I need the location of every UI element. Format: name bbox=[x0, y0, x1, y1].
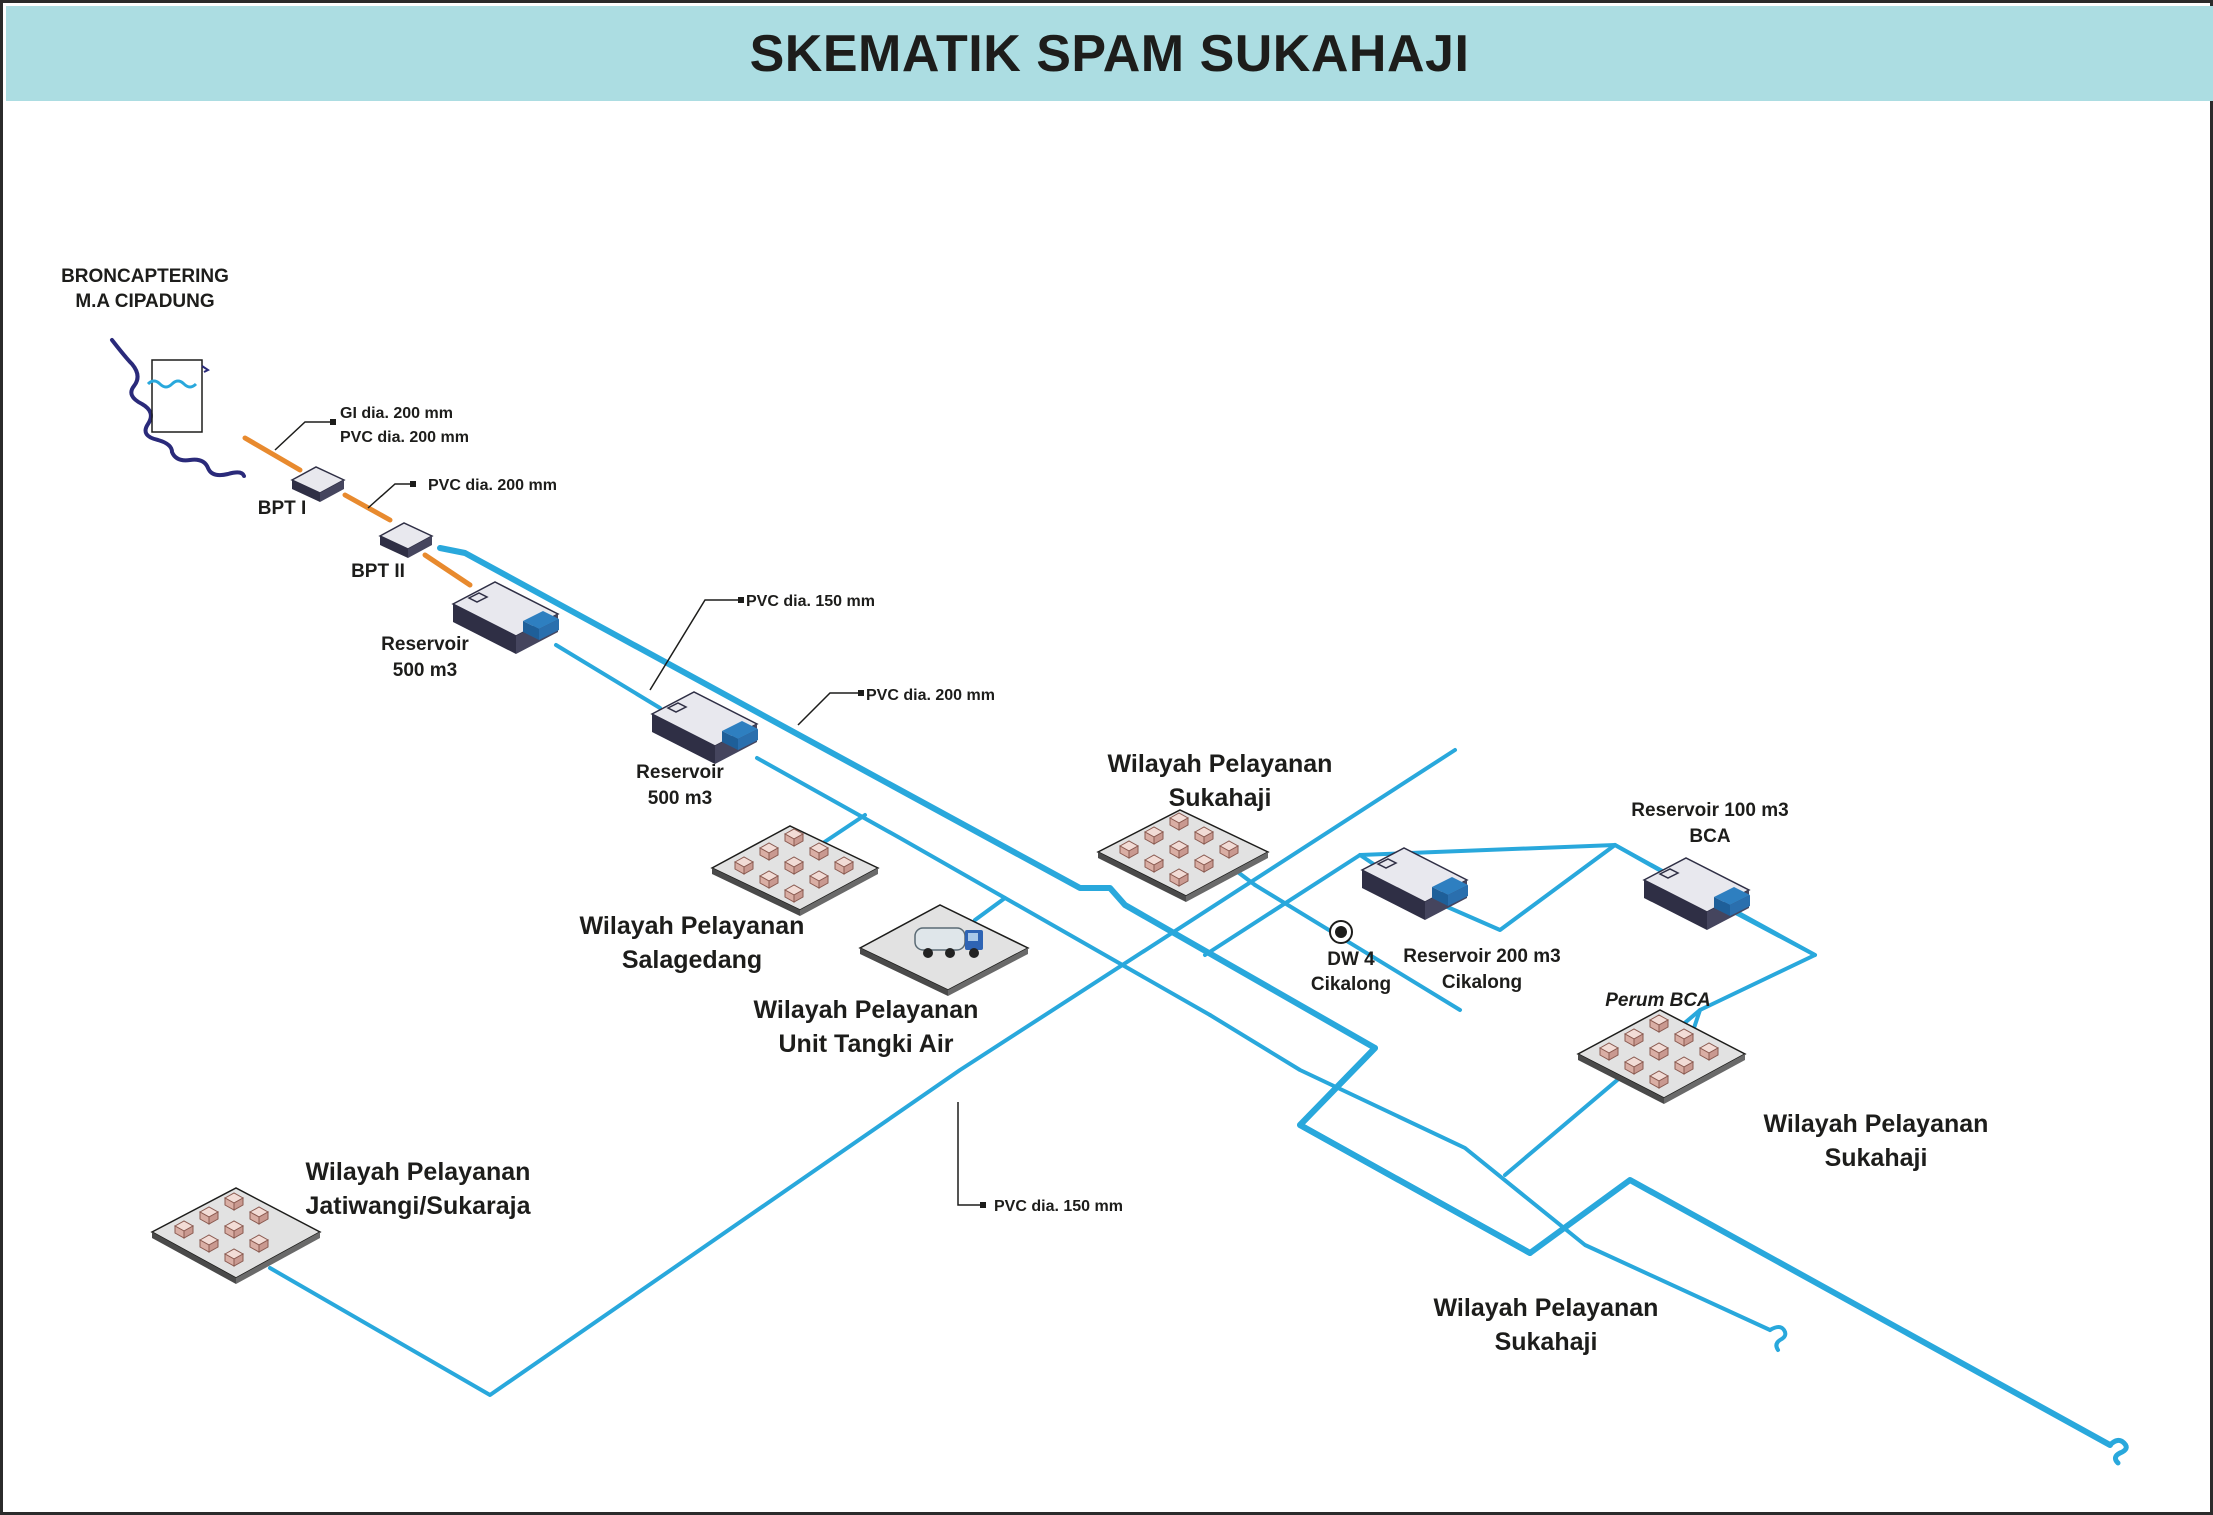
transmission-pipe bbox=[242, 435, 473, 588]
reservoir-3-label-line1: Reservoir 200 m3 bbox=[1403, 946, 1560, 967]
distribution-pipes bbox=[268, 545, 2129, 1466]
pipe-sukahaji-top bbox=[1253, 883, 1462, 1012]
area-sukahaji-top-plate bbox=[1096, 809, 1270, 902]
secondary-pipe-res2 bbox=[755, 756, 1212, 1017]
flag-icon bbox=[201, 365, 210, 373]
pipe-label-pvc-150-b: PVC dia. 150 mm bbox=[994, 1198, 1123, 1215]
pipe-label-pvc-200-c: PVC dia. 200 mm bbox=[866, 687, 995, 704]
pipe-label-pvc-150-a: PVC dia. 150 mm bbox=[746, 593, 875, 610]
reservoir-2-label-line2: 500 m3 bbox=[648, 788, 712, 809]
area-salagedang-line1: Wilayah Pelayanan bbox=[580, 912, 805, 940]
reservoir-1-label-line2: 500 m3 bbox=[393, 660, 457, 681]
area-salagedang-plate bbox=[710, 825, 880, 916]
reservoir-3-label-line2: Cikalong bbox=[1442, 972, 1522, 993]
area-sukahaji-top-line2: Sukahaji bbox=[1169, 784, 1272, 812]
intake-box bbox=[151, 359, 203, 433]
bpt2-label: BPT II bbox=[351, 561, 405, 582]
area-sukahaji-bottom-line1: Wilayah Pelayanan bbox=[1434, 1294, 1659, 1322]
reservoir-4-label-line1: Reservoir 100 m3 bbox=[1631, 800, 1788, 821]
broncaptering-source bbox=[110, 338, 246, 478]
dw4-label-line1: DW 4 bbox=[1327, 949, 1375, 970]
reservoir-1-label-line1: Reservoir bbox=[381, 634, 469, 655]
area-jatiwangi-line1: Wilayah Pelayanan bbox=[306, 1158, 531, 1186]
pipe-branch-salagedang bbox=[818, 813, 867, 847]
bpt1-label: BPT I bbox=[258, 498, 307, 519]
source-label-line1: BRONCAPTERING bbox=[61, 266, 229, 287]
area-tangki-plate bbox=[858, 904, 1030, 996]
page-title: SKEMATIK SPAM SUKAHAJI bbox=[749, 24, 1470, 83]
area-perum-bca-plate bbox=[1576, 1009, 1747, 1104]
secondary-pipe-res1 bbox=[554, 643, 662, 710]
area-sukahaji-right-line1: Wilayah Pelayanan bbox=[1764, 1110, 1989, 1138]
water-wave-icon bbox=[146, 379, 198, 389]
area-jatiwangi-plate bbox=[150, 1187, 322, 1284]
river-icon bbox=[110, 338, 246, 478]
area-sukahaji-top-line1: Wilayah Pelayanan bbox=[1108, 750, 1333, 778]
area-jatiwangi-line2: Jatiwangi/Sukaraja bbox=[305, 1192, 531, 1220]
dw4-well-icon bbox=[1329, 920, 1353, 944]
pipe-to-jatiwangi bbox=[268, 748, 1457, 1397]
main-trunk-pipe bbox=[437, 545, 2113, 1448]
area-sukahaji-right-line2: Sukahaji bbox=[1825, 1144, 1928, 1172]
water-truck-icon bbox=[914, 927, 983, 958]
area-tangki-line2: Unit Tangki Air bbox=[779, 1030, 954, 1058]
reservoir-2-label-line1: Reservoir bbox=[636, 762, 724, 783]
main-trunk-end bbox=[2107, 1437, 2129, 1466]
pipe-label-markers bbox=[330, 419, 986, 1208]
dw4-label-line2: Cikalong bbox=[1311, 974, 1391, 995]
area-sukahaji-bottom-line2: Sukahaji bbox=[1495, 1328, 1598, 1356]
pipe-branch-tangki bbox=[973, 896, 1007, 922]
reservoir-4-label-line2: BCA bbox=[1689, 826, 1730, 847]
title-bar: SKEMATIK SPAM SUKAHAJI bbox=[6, 6, 2213, 101]
loop-pipe bbox=[1297, 1045, 1533, 1256]
pipe-to-sukahaji-bottom bbox=[1208, 1013, 1772, 1332]
pipe-label-gi-200: GI dia. 200 mm bbox=[340, 405, 453, 422]
area-tangki-line1: Wilayah Pelayanan bbox=[754, 996, 979, 1024]
perum-bca-label: Perum BCA bbox=[1605, 990, 1711, 1011]
pipe-label-leaders bbox=[274, 421, 982, 1206]
area-salagedang-line2: Salagedang bbox=[622, 946, 762, 974]
pipe-label-pvc-200-a: PVC dia. 200 mm bbox=[340, 429, 469, 446]
source-label-line2: M.A CIPADUNG bbox=[75, 291, 214, 312]
pipe-end-bottom bbox=[1768, 1325, 1788, 1352]
pipe-label-pvc-200-b: PVC dia. 200 mm bbox=[428, 477, 557, 494]
